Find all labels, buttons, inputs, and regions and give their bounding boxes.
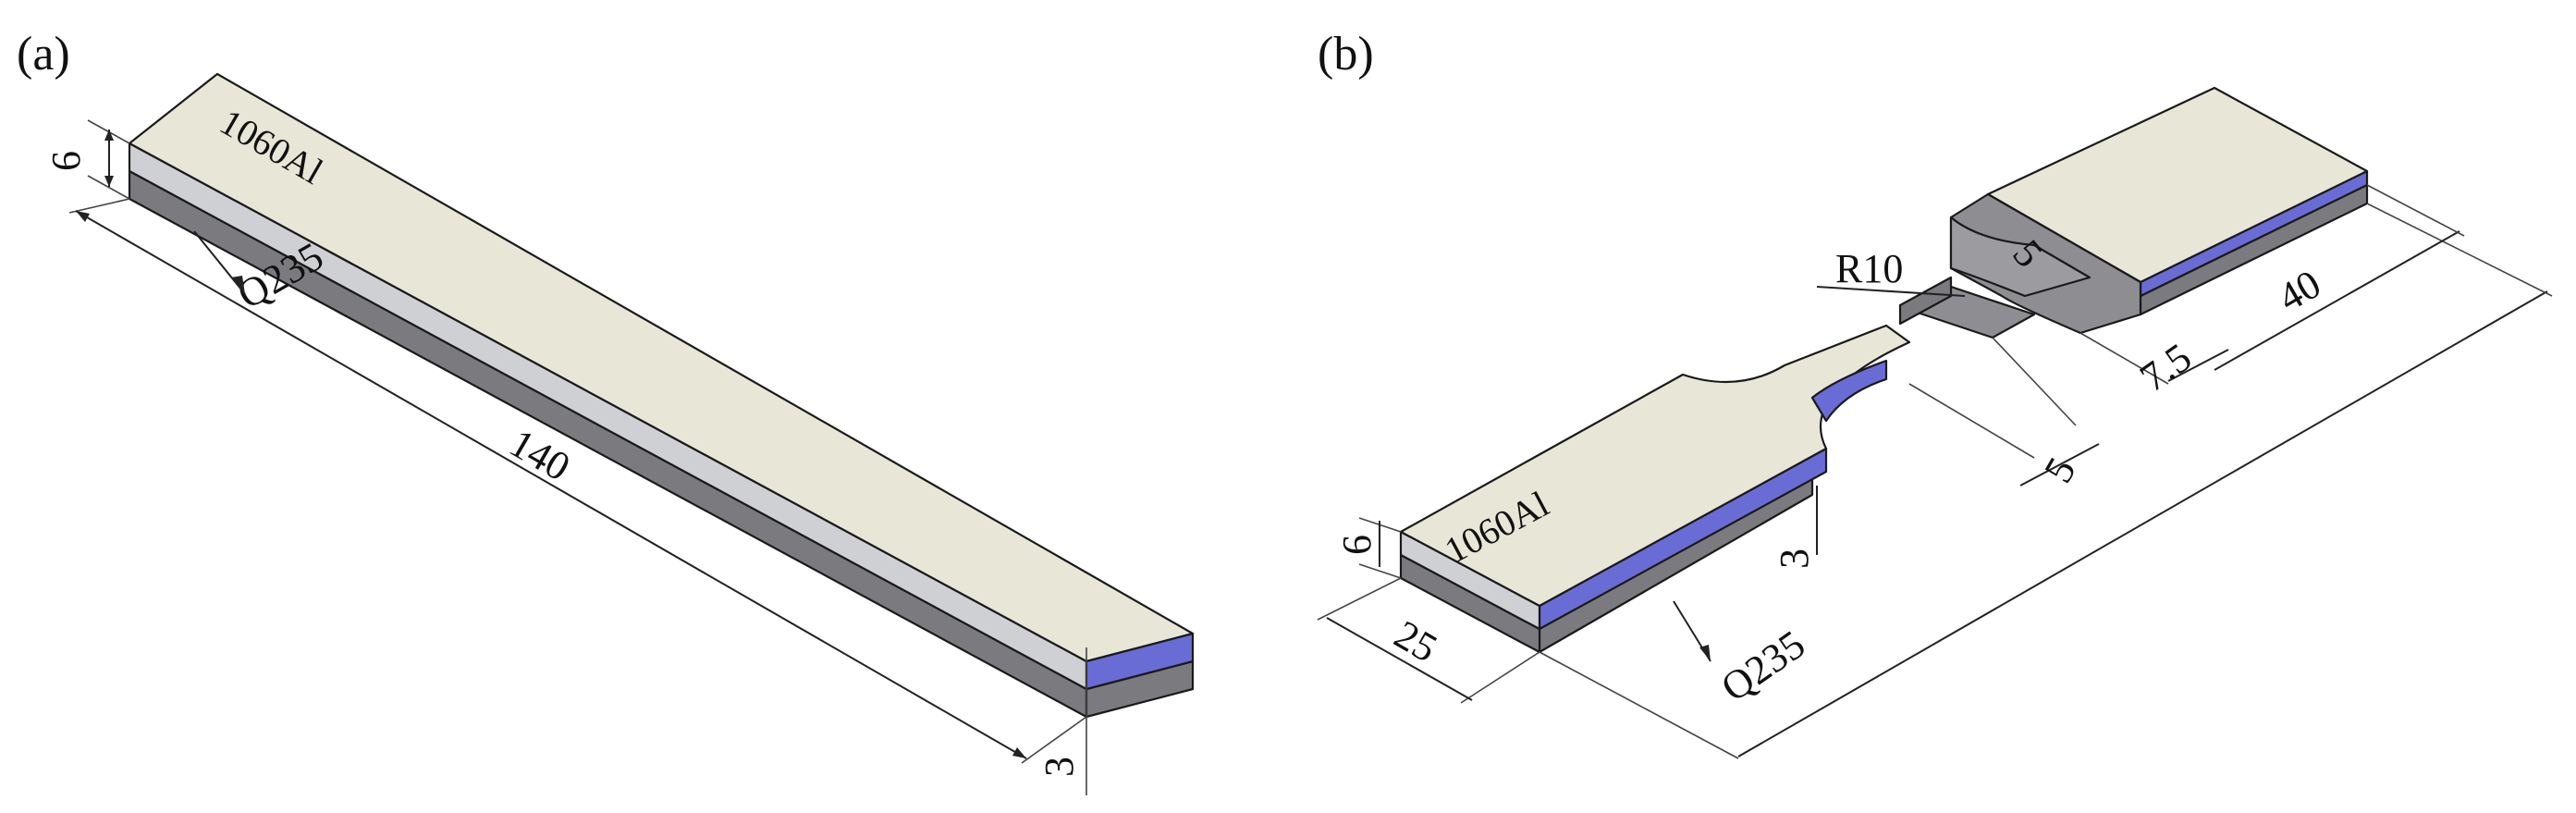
thickness-b-ext-bottom (1358, 563, 1402, 579)
panel-b-label: (b) (1318, 28, 1374, 80)
overall-dim-line (1737, 290, 2548, 758)
shoulder-offset-label: 7.5 (2132, 335, 2200, 401)
thickness-total-label: 6 (43, 151, 89, 171)
grip-width-dim-line (1326, 617, 1473, 701)
overall-ext-end (2366, 203, 2553, 297)
panel-a: (a) 1060Al Q235 6 140 (17, 28, 1195, 795)
length-ext-start (68, 198, 130, 214)
steel-thickness-label: 3 (1037, 757, 1082, 777)
grip-width-ext-2 (1460, 651, 1540, 704)
grip-length-dim-line (2214, 230, 2460, 371)
thickness-arrow-top (104, 129, 114, 141)
thickness-ext-bottom (87, 175, 130, 200)
radius-label: R10 (1835, 246, 1903, 291)
grip-length-label: 40 (2271, 261, 2329, 320)
length-dim-line (75, 210, 1027, 759)
left-grip (1399, 324, 1911, 654)
shoulder-offset-ext (2079, 332, 2169, 385)
grip-width-label: 25 (1387, 611, 1445, 671)
aluminum-side-long (128, 142, 1088, 691)
gauge-width-ext-2 (1992, 337, 2077, 426)
shoulder-fillet (1949, 216, 2091, 298)
thickness-arrow-bottom (104, 176, 114, 187)
panel-a-label: (a) (17, 28, 70, 80)
gauge-width-ext-1 (1908, 383, 2035, 459)
overall-ext-start (1539, 651, 1739, 759)
left-neck-interface (1810, 359, 1888, 423)
grip-width-ext-1 (1317, 577, 1402, 621)
left-grip-top-face (1399, 324, 1911, 608)
gauge-width-dim-line (2019, 443, 2100, 487)
thickness-total-label-b: 6 (1334, 535, 1380, 555)
length-ext-end (1021, 716, 1087, 764)
panel-b: (b) 1060Al Q235 (1317, 28, 2553, 759)
bar-specimen (128, 72, 1195, 719)
steel-label-b: Q235 (1713, 622, 1813, 710)
steel-leader-arrowhead (231, 276, 245, 294)
radius-leader (1816, 286, 1966, 297)
length-arrow-start (76, 211, 90, 222)
shoulder-offset-dim-line (2167, 349, 2229, 382)
steel-leader-b-arrowhead (1699, 645, 1711, 661)
steel-thickness-label-b: 3 (1772, 548, 1817, 569)
length-arrow-end (1012, 747, 1026, 758)
grip-length-ext (2366, 184, 2465, 237)
